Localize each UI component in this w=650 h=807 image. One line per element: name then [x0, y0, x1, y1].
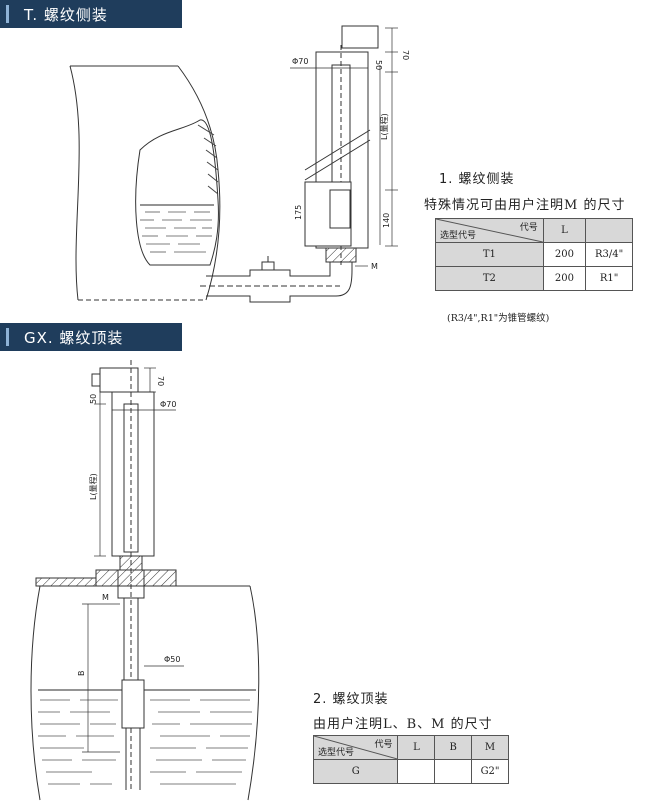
table-cell-L: 200 [542, 242, 587, 267]
table-header-row: 代号 选型代号 L B M [312, 735, 509, 760]
table-header-cell: L [397, 735, 436, 760]
table-cell-M: R1" [585, 266, 633, 291]
dim-50-top: 50 [374, 60, 383, 70]
section-heading-top-mount: 2. 螺纹顶装 [313, 692, 389, 707]
table-cell-code: T2 [435, 266, 544, 291]
table-corner-cell: 代号 选型代号 [435, 218, 544, 243]
spec-table-top-mount: 代号 选型代号 L B M G G2" [312, 735, 509, 784]
banner-title: GX. 螺纹顶装 [24, 328, 124, 347]
dim-M-top: M [371, 262, 378, 271]
table-header-cell: L [542, 218, 587, 243]
liquid-level-bottom [38, 689, 256, 785]
table-row: T2 200 R1" [435, 266, 633, 291]
table-cell-code: T1 [435, 242, 544, 267]
table-cell-code: G [312, 759, 399, 784]
table-cell-M: R3/4" [585, 242, 633, 267]
thread-note: (R3/4",R1"为锥管螺纹) [447, 313, 550, 324]
table-cell-B [434, 759, 473, 784]
dim-phi50-bottom: Φ50 [164, 655, 180, 664]
section-banner-top-mount: GX. 螺纹顶装 [0, 323, 182, 351]
table-row: G G2" [312, 759, 509, 784]
tank-side-view [69, 65, 221, 301]
dim-phi70-top: Φ70 [292, 57, 308, 66]
section-subline-top-mount: 由用户注明L、B、M 的尺寸 [313, 717, 493, 732]
dim-50-bottom: 50 [89, 394, 98, 404]
table-header-row: 代号 选型代号 L [435, 218, 633, 243]
spec-table-side-mount: 代号 选型代号 L T1 200 R3/4" T2 200 R1" [435, 218, 633, 291]
table-cell-M: G2" [471, 759, 509, 784]
corner-label-model: 选型代号 [440, 231, 477, 241]
tank-top-mount [30, 569, 260, 801]
dim-70-top: 70 [401, 50, 410, 60]
table-cell-L [397, 759, 436, 784]
dim-175-top: 175 [294, 205, 303, 220]
top-dimension-lines [290, 27, 398, 267]
banner-accent-bar [6, 328, 9, 346]
liquid-level-top [140, 204, 214, 253]
section-heading-side-mount: 1. 螺纹侧装 [439, 172, 515, 187]
dim-M-bottom: M [102, 593, 109, 602]
table-row: T1 200 R3/4" [435, 242, 633, 267]
table-corner-cell: 代号 选型代号 [312, 735, 399, 760]
dim-B-bottom: B [77, 671, 86, 677]
dim-140-top: 140 [382, 213, 391, 228]
dim-L-bottom: L(量程) [89, 473, 98, 500]
banner-accent-bar [6, 5, 9, 23]
table-header-cell [585, 218, 633, 243]
section-subline-side-mount: 特殊情况可由用户注明M 的尺寸 [424, 198, 626, 213]
dim-70-bottom: 70 [156, 376, 165, 386]
table-cell-L: 200 [542, 266, 587, 291]
table-header-cell: B [434, 735, 473, 760]
level-gauge-top [91, 360, 155, 790]
level-gauge-side [304, 25, 379, 265]
banner-title: T. 螺纹侧装 [24, 5, 108, 24]
dim-L-top: L(量程) [380, 113, 389, 140]
connecting-pipe [200, 256, 353, 303]
corner-label-code: 代号 [519, 223, 538, 233]
dim-phi70-bottom: Φ70 [160, 400, 176, 409]
bottom-dimension-lines [82, 367, 184, 753]
section-banner-side-mount: T. 螺纹侧装 [0, 0, 182, 28]
table-header-cell: M [471, 735, 509, 760]
corner-label-model: 选型代号 [318, 748, 355, 758]
corner-label-code: 代号 [374, 740, 393, 750]
